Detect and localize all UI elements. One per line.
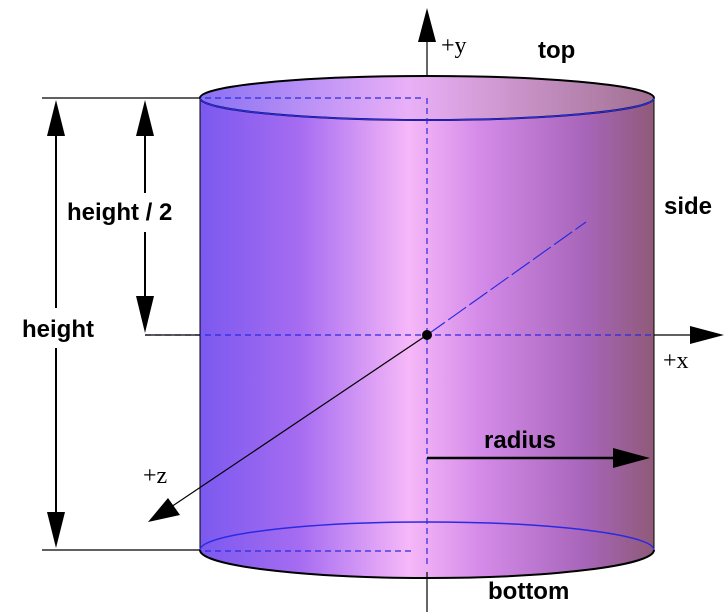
height-arrowhead-bottom [47,512,65,548]
height-label: height [22,316,94,343]
origin-point [422,330,432,340]
plus-x-label: +x [663,348,689,374]
height-arrowhead-top [47,100,65,136]
half-height-arrowhead-top [136,100,154,136]
x-axis-arrowhead [690,326,724,344]
z-axis-arrowhead [148,498,180,522]
plus-y-label: +y [441,33,467,59]
top-label: top [538,37,575,64]
y-axis-arrowhead [418,8,436,42]
side-label: side [664,193,712,220]
radius-label: radius [484,427,556,454]
z-axis [167,334,428,510]
radius-arrowhead [613,448,650,468]
bottom-label: bottom [488,578,569,605]
z-axis-hidden [426,221,587,336]
half-height-arrowhead-bottom [136,296,154,333]
half-height-label: height / 2 [67,199,172,226]
plus-z-label: +z [143,463,167,489]
